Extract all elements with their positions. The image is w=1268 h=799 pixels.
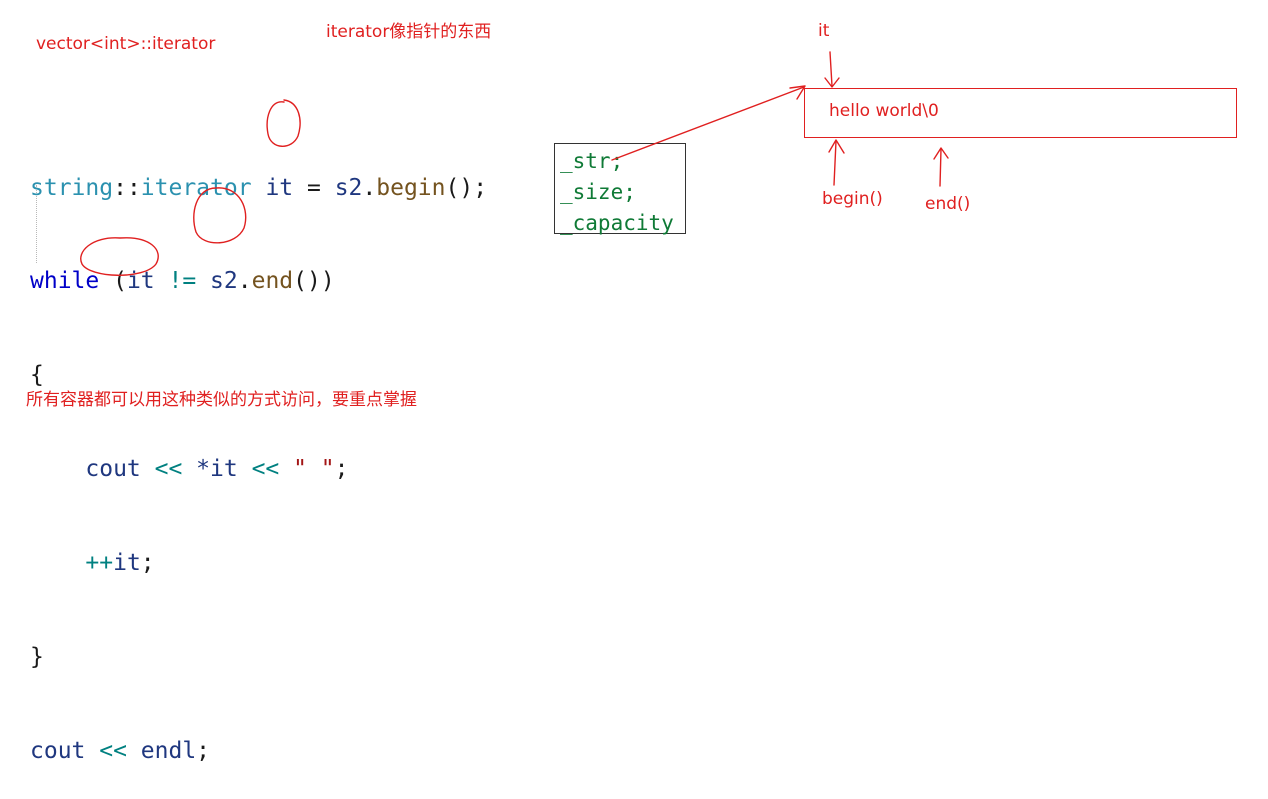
type-iterator: iterator — [140, 174, 252, 201]
semicolon: ; — [334, 456, 349, 483]
arrow-it-down — [829, 51, 833, 87]
code-line-2: while (it != s2.end()) — [30, 266, 487, 297]
var-it: it — [265, 174, 294, 201]
buffer-text: hello world\0 — [829, 101, 939, 121]
stream-operator-3: << — [85, 737, 141, 764]
increment-operator: ++ — [85, 550, 114, 577]
label-end: end() — [925, 194, 971, 214]
stream-operator-2: << — [237, 456, 294, 483]
var-it-inc: it — [113, 550, 141, 577]
field-str: _str; — [560, 149, 624, 173]
field-size: _size; — [560, 180, 636, 204]
code-line-1: string::iterator it = s2.begin(); — [30, 173, 487, 204]
char-buffer-box: hello world\0 — [804, 88, 1237, 138]
label-begin: begin() — [822, 189, 883, 209]
arrow-begin-up — [833, 140, 837, 186]
type-string: string — [30, 174, 114, 201]
var-cout-2: cout — [30, 737, 86, 764]
arrow-str-head — [789, 85, 806, 100]
label-it: it — [818, 21, 830, 41]
vector-iterator-note: vector<int>::iterator — [36, 34, 216, 54]
code-block: string::iterator it = s2.begin(); while … — [30, 110, 487, 799]
semicolon-2: ; — [140, 550, 155, 577]
semicolon-3: ; — [196, 737, 211, 764]
fn-end: end — [251, 268, 294, 295]
all-containers-note: 所有容器都可以用这种类似的方式访问，要重点掌握 — [26, 390, 417, 410]
code-line-6: } — [30, 642, 487, 673]
code-line-5: ++it; — [30, 548, 487, 579]
arrow-end-up — [939, 148, 942, 187]
string-struct-box: _str; _size; _capacity — [554, 143, 686, 235]
var-cout: cout — [85, 456, 141, 483]
dot-operator: . — [362, 174, 377, 201]
string-literal: " " — [293, 456, 335, 483]
brace-open: { — [30, 362, 44, 389]
dot-operator-2: . — [237, 268, 252, 295]
var-s2-cond: s2 — [210, 268, 238, 295]
keyword-while: while — [30, 268, 100, 295]
indent — [30, 456, 85, 482]
call-end: (); — [445, 174, 488, 201]
var-endl: endl — [140, 737, 197, 764]
code-line-7: cout << endl; — [30, 736, 487, 767]
deref-it: *it — [196, 456, 238, 483]
brace-close: } — [30, 644, 44, 671]
stream-operator-1: << — [140, 456, 197, 483]
assign-operator: = — [293, 174, 335, 201]
paren-open: ( — [99, 268, 127, 295]
iterator-like-pointer-note: iterator像指针的东西 — [326, 22, 492, 42]
arrow-end-head — [933, 147, 949, 160]
code-line-4: cout << *it << " "; — [30, 454, 487, 485]
indent-2 — [30, 550, 85, 576]
field-capacity: _capacity — [560, 211, 674, 235]
var-s2: s2 — [334, 174, 363, 201]
code-line-3: { — [30, 360, 487, 391]
paren-close: ()) — [293, 268, 335, 295]
arrow-begin-head — [828, 139, 845, 154]
scope-operator: :: — [113, 174, 141, 201]
neq-operator: != — [154, 268, 211, 295]
var-it-cond: it — [126, 268, 155, 295]
indent-guide — [36, 185, 37, 263]
fn-begin: begin — [376, 174, 446, 201]
arrow-it-head — [824, 77, 840, 88]
